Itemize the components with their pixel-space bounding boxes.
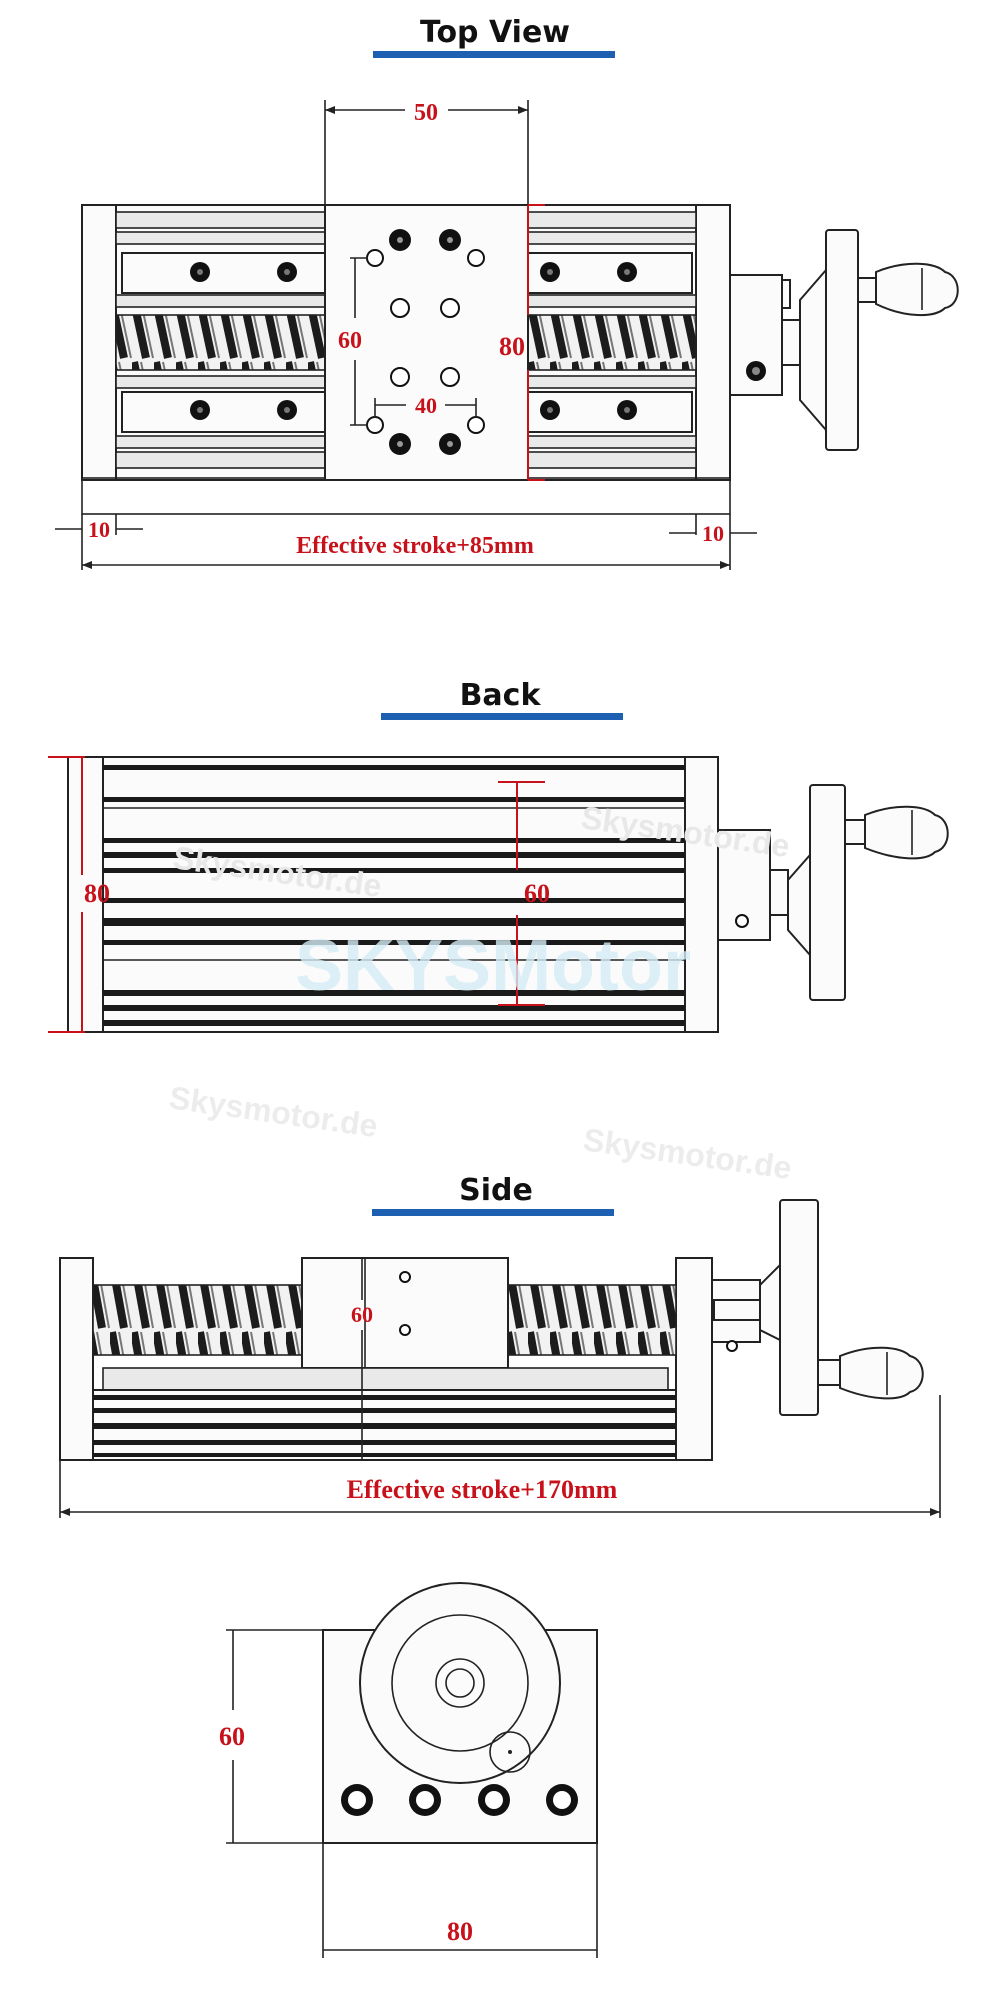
stroke-label-side: Effective stroke+170mm [347,1475,618,1504]
end-view-dimensions: 60 80 [219,1629,598,1958]
back-view-slide-body [67,756,719,1033]
back-view-title-underline [381,713,623,720]
side-view-section: Side [59,1173,941,1518]
dim-label-60-back: 60 [524,879,550,908]
side-view-dimensions: 60 Effective stroke+170mm [59,1258,941,1518]
back-view-section: Back [48,678,949,1186]
end-view-body [322,1582,598,1844]
top-view-handwheel [729,229,959,451]
stroke-label-top: Effective stroke+85mm [296,533,534,559]
back-view-handwheel [717,784,949,1001]
dim-label-80-top: 80 [499,332,525,361]
back-view-title: Back [460,678,542,713]
watermark-brand: SKYSMotor [295,926,691,1006]
dim-label-10-left: 10 [88,517,110,542]
top-view-carriage-plate [324,204,529,481]
side-view-screw-right [507,1284,677,1356]
watermark-domain-4: Skysmotor.de [581,1121,794,1186]
dim-label-50: 50 [414,100,438,126]
back-view-dimensions: 80 60 [48,756,550,1033]
end-view-section: 60 80 [219,1582,598,1958]
dim-label-40-top: 40 [415,393,437,418]
watermark-domain-3: Skysmotor.de [167,1079,380,1144]
dim-label-60-top: 60 [338,328,362,354]
top-view-section: Top View [55,15,959,570]
top-view-title: Top View [420,15,570,50]
dim-label-60-side: 60 [351,1302,373,1327]
dim-label-10-right: 10 [702,521,724,546]
top-view-title-underline [373,51,615,58]
dim-label-80-back: 80 [84,879,110,908]
dim-label-80-end: 80 [447,1917,473,1946]
top-view-dimensions: 50 60 80 40 10 10 [55,100,757,570]
side-view-title-underline [372,1209,614,1216]
side-view-slide-body [59,1257,713,1461]
side-view-handwheel [711,1199,924,1416]
side-view-screw-left [92,1284,304,1356]
dim-label-60-end: 60 [219,1722,245,1751]
side-view-title: Side [459,1173,533,1208]
